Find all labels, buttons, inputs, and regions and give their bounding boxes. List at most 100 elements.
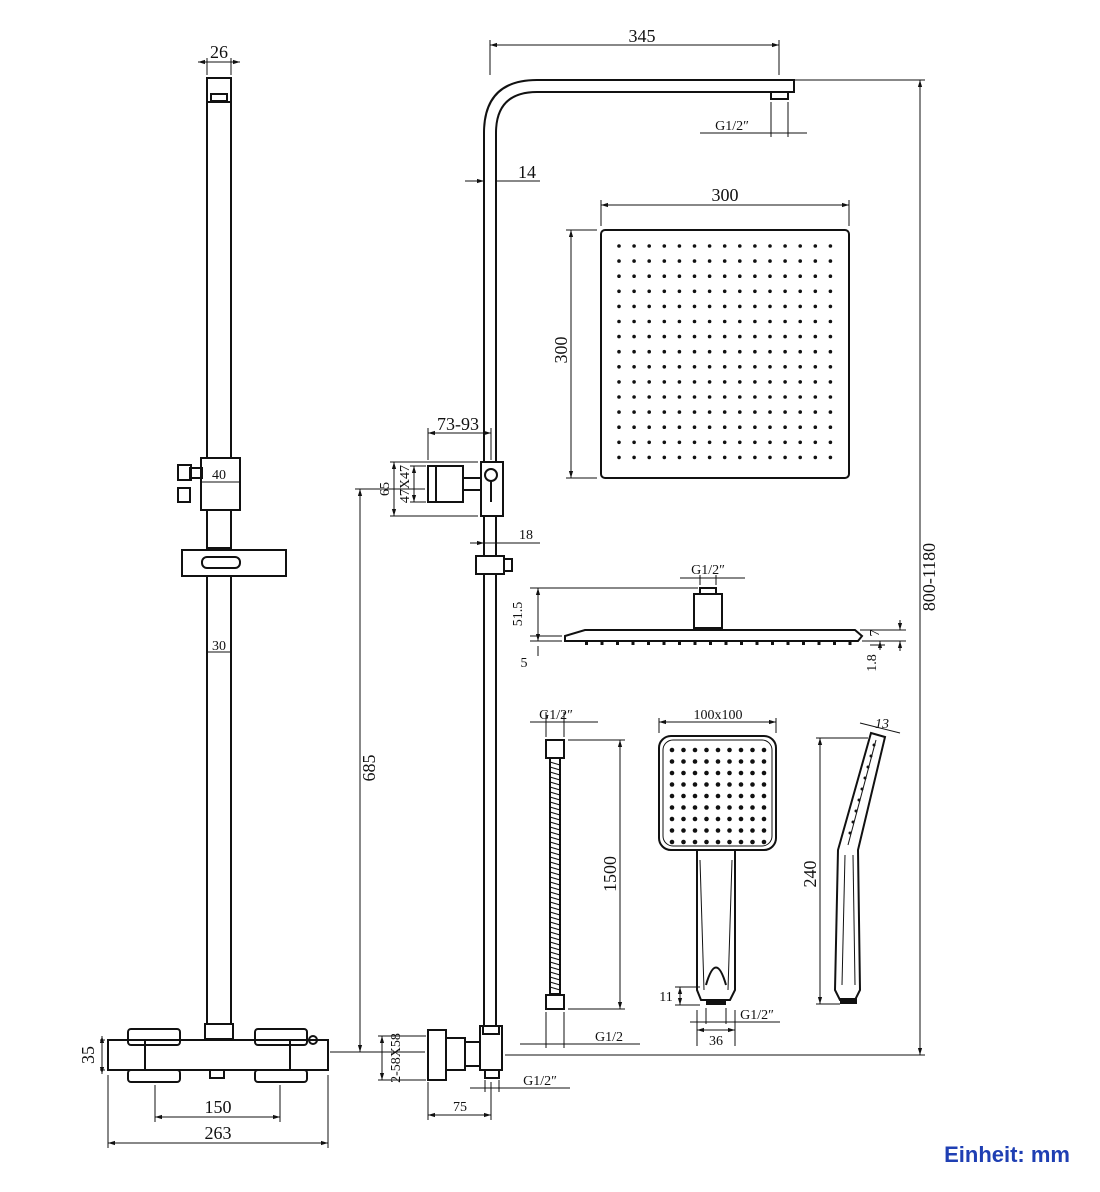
side-view: 26 40 30 35 150 263 <box>78 42 329 1148</box>
nozzle-tick <box>771 641 774 645</box>
hose-coil <box>549 936 561 941</box>
nozzle-dot <box>783 440 787 445</box>
nozzle-dot <box>662 304 667 309</box>
nozzle-dot <box>677 349 682 354</box>
hand-nozzle-dot <box>669 816 675 822</box>
nozzle-dot <box>707 380 712 384</box>
nozzle-dot <box>783 304 787 309</box>
hose-coil <box>549 881 561 886</box>
nozzle-tick <box>616 641 619 645</box>
nozzle-tick <box>709 641 712 645</box>
hand-nozzle-dot <box>750 782 755 787</box>
hose-coil <box>549 851 561 856</box>
nozzle-dot <box>647 304 651 309</box>
nozzle-dot <box>768 440 772 445</box>
nozzle-dot <box>753 365 757 369</box>
overhead-shower-top: 300 300 <box>551 185 850 479</box>
nozzle-dot <box>722 259 727 263</box>
nozzle-dot <box>647 380 651 384</box>
hand-nozzle-dot <box>669 793 675 799</box>
hand-nozzle-dot <box>750 770 755 776</box>
side-nozzle-dot <box>857 798 861 802</box>
nozzle-dot <box>632 380 636 384</box>
nozzle-dot <box>828 349 833 354</box>
hand-nozzle-dot <box>704 816 709 822</box>
nozzle-dot <box>692 304 697 309</box>
nozzle-dot <box>753 289 757 294</box>
hand-nozzle-dot <box>738 770 744 776</box>
nozzle-dot <box>632 425 636 430</box>
side-nozzle-dot <box>851 820 855 824</box>
nozzle-dot <box>662 455 667 460</box>
nozzle-dot <box>828 395 833 399</box>
nozzle-dot <box>783 349 787 354</box>
nozzle-dot <box>677 455 682 460</box>
nozzle-dot <box>707 395 712 399</box>
inlet-offset-label: 75 <box>453 1100 467 1115</box>
hand-connector-label: 11 <box>659 990 672 1005</box>
nozzle-dot <box>647 455 651 460</box>
hand-nozzle-dot <box>761 805 767 810</box>
hand-nozzle-dot <box>692 816 698 822</box>
nozzle-dot <box>768 289 772 294</box>
valve-height-label: 35 <box>78 1046 98 1064</box>
nozzle-dot <box>783 289 787 294</box>
hand-nozzle-dot <box>727 839 732 845</box>
hose-coil <box>549 946 561 951</box>
shower-hose: G1/2″ 1500 G1/2 <box>520 708 640 1048</box>
nozzle-dot <box>798 289 802 294</box>
nozzle-dot <box>783 380 787 384</box>
arm-thread-label: G1/2″ <box>715 119 749 134</box>
nozzle-dot <box>617 319 621 324</box>
hose-length-label: 1500 <box>600 856 620 892</box>
hand-nozzle-dot <box>692 805 698 810</box>
nozzle-dot <box>783 274 787 279</box>
nozzle-dot <box>783 395 787 399</box>
hand-length-label: 240 <box>800 861 820 888</box>
hose-coil <box>549 896 561 901</box>
total-height-label: 800-1180 <box>919 543 939 611</box>
nozzle-dot <box>798 349 802 354</box>
nozzle-dot <box>722 380 727 384</box>
nozzle-dot <box>617 425 621 430</box>
nozzle-dot <box>677 334 682 339</box>
side-nozzle-dot <box>866 765 870 769</box>
nozzle-dot <box>738 259 742 263</box>
hand-nozzle-dot <box>750 793 755 799</box>
nozzle-dot <box>722 274 727 279</box>
nozzle-dot <box>677 395 682 399</box>
hand-nozzle-dot <box>750 747 755 753</box>
nozzle-dot <box>632 289 636 294</box>
hose-coil <box>549 766 561 771</box>
hand-nozzle-dot <box>761 747 767 753</box>
hand-nozzle-dot <box>669 759 675 764</box>
nozzle-dot <box>738 319 742 324</box>
nozzle-dot <box>783 455 787 460</box>
nozzle-dot <box>828 259 833 263</box>
nozzle-dot <box>707 410 712 414</box>
hand-nozzle-dot <box>704 793 709 799</box>
nozzle-dot <box>632 440 636 445</box>
nozzle-dot <box>662 410 667 414</box>
hose-coil <box>549 761 561 766</box>
nozzle-grid <box>617 244 833 460</box>
nozzle-tick <box>833 641 836 645</box>
hand-nozzle-dot <box>727 759 732 764</box>
nozzle-tick <box>848 641 852 645</box>
hose-coil <box>549 876 561 881</box>
nozzle-dot <box>647 410 651 414</box>
nozzle-dot <box>707 440 712 445</box>
nozzle-dot <box>677 304 682 309</box>
hand-nozzle-dot <box>715 782 721 787</box>
nozzle-dot <box>707 304 712 309</box>
nozzle-dot <box>813 289 818 294</box>
arm-length-label: 345 <box>629 26 656 46</box>
hose-coil <box>549 901 561 906</box>
hose-coil <box>549 911 561 916</box>
nozzle-dot <box>798 334 802 339</box>
hand-nozzle-dot <box>750 839 755 845</box>
pipe-height-label: 685 <box>359 755 379 782</box>
hand-nozzle-dot <box>715 793 721 799</box>
nozzle-dot <box>617 334 621 339</box>
nozzle-dot <box>692 259 697 263</box>
